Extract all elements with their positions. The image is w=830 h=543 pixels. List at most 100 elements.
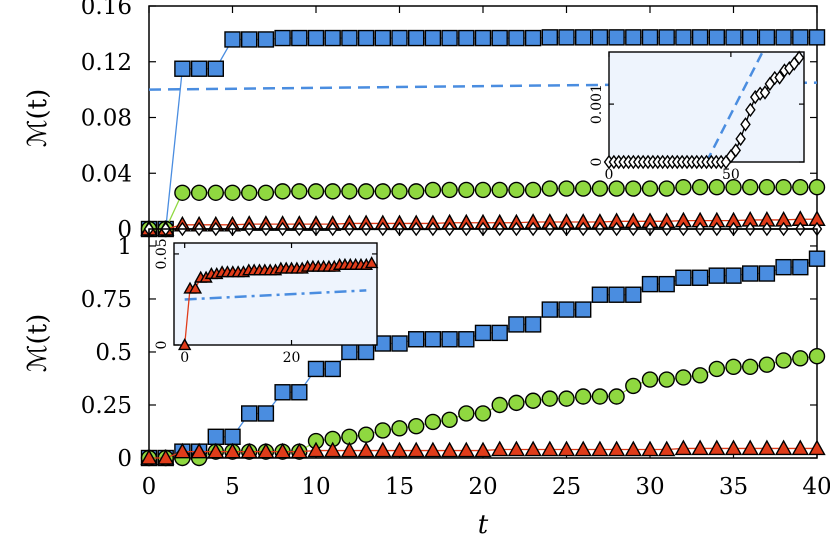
data-point (758, 439, 776, 456)
series-triangle-2 (140, 439, 826, 465)
data-point (742, 265, 759, 282)
data-point (190, 184, 208, 201)
data-point (641, 180, 659, 197)
data-point (608, 180, 625, 197)
data-point (541, 29, 558, 46)
data-point (290, 442, 308, 459)
data-point (658, 440, 676, 457)
data-point (291, 183, 308, 200)
y-tick-label: 0 (589, 158, 605, 167)
data-point (558, 301, 575, 318)
data-point (691, 178, 709, 196)
data-point (608, 29, 625, 46)
data-point (775, 352, 792, 369)
data-point (691, 367, 709, 384)
series-square-0 (140, 250, 826, 467)
data-point (608, 388, 625, 405)
x-tick-label: 5 (225, 474, 240, 500)
data-point (591, 286, 609, 303)
data-point (625, 377, 642, 395)
data-point (557, 440, 576, 457)
data-point (508, 29, 525, 47)
data-point (524, 392, 542, 409)
data-point (324, 183, 341, 200)
data-point (808, 29, 826, 46)
data-point (190, 60, 208, 77)
data-point (625, 180, 642, 197)
data-point (224, 184, 241, 201)
data-point (708, 178, 725, 196)
x-tick-label: 15 (385, 474, 414, 500)
data-point (758, 178, 776, 196)
data-point (774, 439, 793, 456)
data-point (524, 440, 542, 457)
data-point (173, 442, 192, 459)
data-point (274, 183, 291, 200)
data-point (424, 331, 442, 348)
data-point (591, 388, 609, 405)
series-square-0 (140, 29, 826, 238)
data-point (575, 29, 592, 46)
data-point (441, 331, 458, 348)
y-axis-label: ℳ(t) (23, 314, 53, 373)
data-point (324, 29, 341, 47)
data-point (223, 442, 242, 459)
data-point (474, 29, 492, 47)
data-point (641, 29, 659, 46)
data-point (658, 275, 675, 293)
data-point (458, 181, 475, 199)
data-point (574, 440, 592, 457)
data-point (758, 356, 776, 373)
data-point (524, 181, 542, 199)
data-point (674, 439, 693, 456)
data-point (691, 439, 709, 456)
data-point (391, 29, 408, 47)
y-tick-label: 1 (117, 234, 132, 260)
data-point (558, 180, 575, 197)
data-point (458, 331, 475, 348)
data-point (307, 29, 325, 47)
data-point (508, 394, 525, 412)
data-point (240, 31, 258, 48)
data-point (508, 316, 525, 333)
data-point (641, 371, 659, 388)
data-point (240, 184, 258, 201)
data-point (474, 405, 492, 422)
data-point (742, 178, 759, 196)
data-point (341, 183, 358, 200)
data-point (207, 428, 225, 445)
data-point (474, 181, 492, 199)
data-point (508, 181, 525, 199)
data-point (291, 384, 308, 401)
data-point (541, 301, 558, 318)
data-point (457, 441, 475, 458)
data-point (759, 85, 771, 100)
data-point (357, 441, 375, 458)
data-point (808, 178, 826, 196)
data-point (775, 29, 792, 46)
data-point (374, 29, 391, 47)
x-tick-label: 30 (635, 474, 664, 500)
data-point (441, 411, 458, 429)
data-point (725, 178, 742, 196)
data-point (591, 440, 609, 457)
data-point (441, 181, 458, 199)
x-axis-label: t (478, 510, 489, 540)
data-point (357, 29, 375, 47)
data-point (408, 331, 425, 348)
data-point (775, 258, 792, 276)
dashdot-line (184, 289, 367, 301)
data-point (424, 413, 442, 431)
data-point (708, 267, 725, 284)
data-point (424, 29, 442, 47)
data-point (491, 440, 509, 457)
data-point (364, 256, 379, 269)
data-point (730, 143, 742, 158)
data-point (675, 369, 692, 386)
x-tick-label: 10 (301, 474, 330, 500)
data-point (207, 442, 225, 459)
y-tick-label: 0.75 (81, 287, 132, 313)
data-point (374, 183, 391, 200)
